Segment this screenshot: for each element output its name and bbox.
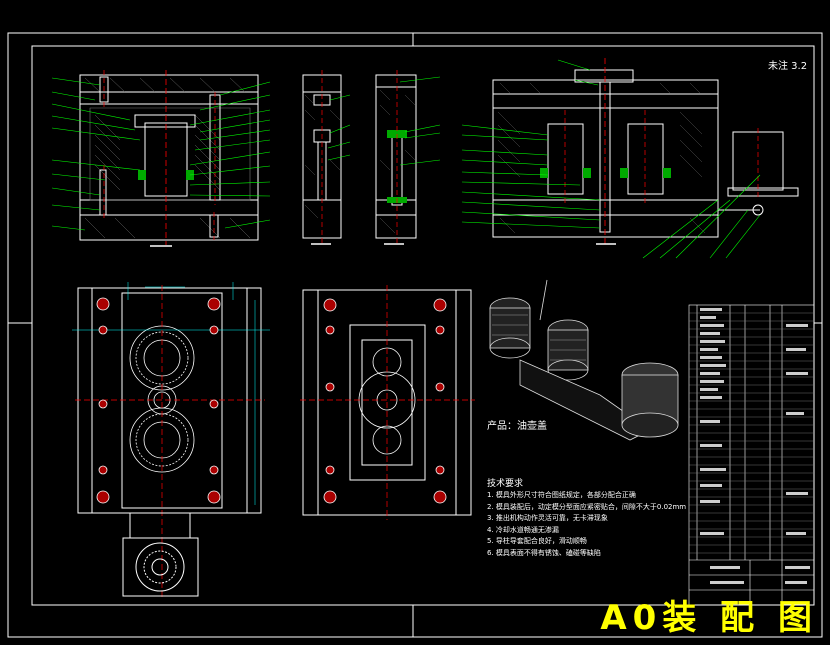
surface-roughness-note: 未注 3.2 [768, 61, 808, 72]
bom-rows [689, 312, 814, 554]
tech-requirement-line: 5. 导柱导套配合良好，滑动顺畅 [487, 537, 587, 545]
tech-requirements-list: 1. 模具外形尺寸符合图纸规定，各部分配合正确 2. 模具装配后，动定模分型面应… [487, 490, 686, 559]
tech-requirement-line: 2. 模具装配后，动定模分型面应紧密贴合，间隙不大于0.02mm [487, 502, 687, 511]
product-label: 产品：油壶盖 [487, 421, 547, 432]
tech-requirement-line: 4. 冷却水道畅通无渗漏 [487, 525, 559, 534]
tech-requirement-line: 3. 推出机构动作灵活可靠，无卡滞现象 [487, 514, 608, 522]
tech-requirement-line: 6. 模具表面不得有锈蚀、磕碰等缺陷 [487, 548, 601, 557]
section-view-b [302, 70, 351, 245]
tech-requirements-title: 技术要求 [487, 479, 524, 489]
section-view-c [375, 70, 441, 245]
isometric-3d-view [489, 279, 679, 441]
bom-table [688, 304, 815, 606]
drawing-title: A0装 配 图 [600, 598, 818, 638]
fixed-half-plan-view [72, 282, 270, 600]
right-section-view [461, 58, 799, 259]
main-section-view [51, 70, 271, 247]
moving-half-plan-view [300, 285, 475, 520]
bom-text-marks [700, 308, 810, 584]
tech-requirement-line: 1. 模具外形尺寸符合图纸规定，各部分配合正确 [487, 491, 636, 499]
